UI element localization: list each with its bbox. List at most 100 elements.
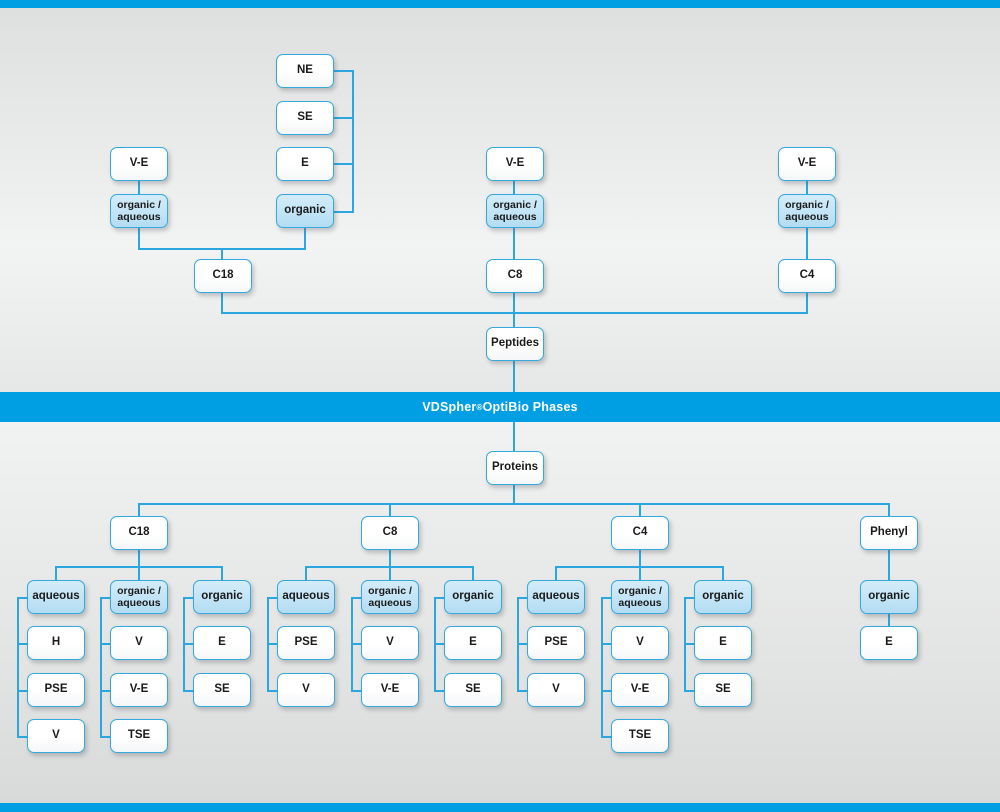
proteins-column-c8[interactable]: C8	[361, 516, 419, 550]
connector-c4-to-organic	[722, 566, 724, 580]
peptides-c4-oa-child-ve[interactable]: V-E	[778, 147, 836, 181]
peptides-c18-organic-child-se[interactable]: SE	[276, 101, 334, 135]
connector-peptides-to-banner	[513, 361, 515, 393]
product-banner: VDSpher® OptiBio Phases	[0, 392, 1000, 422]
proteins-column-c4[interactable]: C4	[611, 516, 669, 550]
box-label-line2: aqueous	[618, 597, 662, 609]
box-label: V-E	[797, 157, 817, 170]
proteins-c18-organic-item[interactable]: E	[193, 626, 251, 660]
connector-c4-oa-item-2	[601, 736, 613, 738]
peptides-column-c8[interactable]: C8	[486, 259, 544, 293]
box-label: V-E	[129, 157, 149, 170]
box-label: E	[885, 636, 893, 649]
proteins-c8-group-organic[interactable]: organic	[444, 580, 502, 614]
connector-c8-organic-item-0	[434, 643, 446, 645]
proteins-c4-organic-item[interactable]: E	[694, 626, 752, 660]
box-label: Proteins	[491, 461, 538, 474]
proteins-c18-group-organic-aqueous[interactable]: organic / aqueous	[110, 580, 168, 614]
proteins-c8-oa-item[interactable]: V	[361, 626, 419, 660]
box-label: V	[552, 683, 560, 696]
proteins-column-c18[interactable]: C18	[110, 516, 168, 550]
peptides-c18-organic-child-ne[interactable]: NE	[276, 54, 334, 88]
proteins-phenyl-group-organic[interactable]: organic	[860, 580, 918, 614]
box-label: organic	[284, 204, 326, 217]
proteins-c4-aqueous-item[interactable]: V	[527, 673, 585, 707]
box-label-line1: organic /	[368, 584, 412, 597]
box-label: organic	[201, 590, 243, 603]
proteins-c4-group-organic-aqueous[interactable]: organic / aqueous	[611, 580, 669, 614]
proteins-c4-group-organic[interactable]: organic	[694, 580, 752, 614]
box-label: aqueous	[532, 590, 580, 603]
connector-c8-to-aqueous	[305, 566, 307, 580]
proteins-c8-aqueous-item[interactable]: PSE	[277, 626, 335, 660]
proteins-c8-aqueous-item[interactable]: V	[277, 673, 335, 707]
proteins-c8-oa-item[interactable]: V-E	[361, 673, 419, 707]
connector-bus-to-c4	[639, 503, 641, 516]
proteins-c4-group-aqueous[interactable]: aqueous	[527, 580, 585, 614]
connector-ne-stub	[334, 70, 354, 72]
peptides-column-c18[interactable]: C18	[194, 259, 252, 293]
proteins-c18-organic-item[interactable]: SE	[193, 673, 251, 707]
connector-c8-oa-item-0	[351, 643, 363, 645]
box-label: H	[51, 636, 61, 649]
proteins-c18-aqueous-item[interactable]: V	[27, 719, 85, 753]
box-label: V	[302, 683, 310, 696]
connector-proteins-drop	[513, 485, 515, 504]
proteins-c4-oa-item[interactable]: V-E	[611, 673, 669, 707]
proteins-c18-aqueous-item[interactable]: H	[27, 626, 85, 660]
proteins-root-node[interactable]: Proteins	[486, 451, 544, 485]
connector-c18-to-organic-aqueous	[138, 566, 140, 580]
box-label: V-E	[380, 683, 400, 696]
box-label: organic	[702, 590, 744, 603]
peptides-c8-oa-child-ve[interactable]: V-E	[486, 147, 544, 181]
peptides-c18-organic-child-e[interactable]: E	[276, 147, 334, 181]
box-label: C8	[382, 526, 398, 539]
proteins-c4-oa-item[interactable]: V	[611, 626, 669, 660]
banner-subtitle: OptiBio Phases	[482, 400, 578, 414]
connector-c4-organic-item-1	[684, 690, 696, 692]
proteins-c4-organic-item[interactable]: SE	[694, 673, 752, 707]
proteins-c18-aqueous-item[interactable]: PSE	[27, 673, 85, 707]
banner-brand: VDSpher	[422, 400, 477, 414]
peptides-root-node[interactable]: Peptides	[486, 327, 544, 361]
proteins-c4-aqueous-item[interactable]: PSE	[527, 626, 585, 660]
proteins-c4-oa-item[interactable]: TSE	[611, 719, 669, 753]
box-label: PSE	[44, 683, 68, 696]
peptides-c18-oa-child-ve[interactable]: V-E	[110, 147, 168, 181]
box-label: Phenyl	[870, 526, 908, 539]
connector-se-stub	[334, 117, 354, 119]
proteins-c18-group-aqueous[interactable]: aqueous	[27, 580, 85, 614]
peptides-c4-modifier-organic-aqueous[interactable]: organic / aqueous	[778, 194, 836, 228]
box-label-line1: organic /	[117, 198, 161, 211]
proteins-c8-group-aqueous[interactable]: aqueous	[277, 580, 335, 614]
connector-c8-to-peptides	[513, 293, 515, 328]
box-label: V	[135, 636, 143, 649]
registered-mark-icon: ®	[476, 402, 483, 412]
connector-c18-to-organic	[221, 566, 223, 580]
connector-c18-to-peptides-bus	[221, 293, 223, 313]
connector-c18-organic-bus	[352, 70, 354, 212]
box-label: organic	[868, 590, 910, 603]
proteins-c18-oa-item[interactable]: TSE	[110, 719, 168, 753]
proteins-column-phenyl[interactable]: Phenyl	[860, 516, 918, 550]
connector-c18-oa-bracket	[100, 597, 102, 737]
box-label: NE	[297, 64, 313, 77]
box-label: C8	[507, 269, 523, 282]
proteins-c8-organic-item[interactable]: SE	[444, 673, 502, 707]
peptides-c18-modifier-organic-aqueous[interactable]: organic / aqueous	[110, 194, 168, 228]
proteins-c18-group-organic[interactable]: organic	[193, 580, 251, 614]
proteins-c8-group-organic-aqueous[interactable]: organic / aqueous	[361, 580, 419, 614]
box-label: C4	[632, 526, 648, 539]
proteins-c18-oa-item[interactable]: V	[110, 626, 168, 660]
proteins-phenyl-organic-item[interactable]: E	[860, 626, 918, 660]
box-label: E	[218, 636, 226, 649]
peptides-c18-modifier-organic[interactable]: organic	[276, 194, 334, 228]
connector-c4-aqueous-item-0	[517, 643, 529, 645]
peptides-column-c4[interactable]: C4	[778, 259, 836, 293]
connector-c8-to-organic-aqueous	[389, 566, 391, 580]
box-label: V	[52, 729, 60, 742]
peptides-c8-modifier-organic-aqueous[interactable]: organic / aqueous	[486, 194, 544, 228]
proteins-c8-organic-item[interactable]: E	[444, 626, 502, 660]
proteins-c18-oa-item[interactable]: V-E	[110, 673, 168, 707]
